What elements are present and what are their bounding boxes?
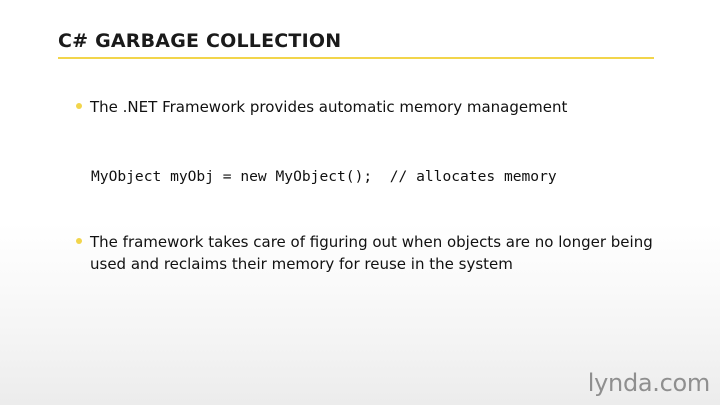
bullet-item: The .NET Framework provides automatic me… bbox=[76, 96, 567, 118]
bullet-item: The framework takes care of figuring out… bbox=[76, 231, 676, 275]
slide-title: C# GARBAGE COLLECTION bbox=[58, 30, 342, 52]
bullet-text: The .NET Framework provides automatic me… bbox=[90, 98, 568, 116]
title-underline bbox=[58, 57, 654, 59]
bullet-text: The framework takes care of figuring out… bbox=[90, 233, 653, 273]
code-example: MyObject myObj = new MyObject(); // allo… bbox=[91, 168, 557, 185]
bullet-dot-icon bbox=[76, 238, 82, 244]
bullet-dot-icon bbox=[76, 103, 82, 109]
lynda-logo: lynda.com bbox=[587, 369, 711, 397]
